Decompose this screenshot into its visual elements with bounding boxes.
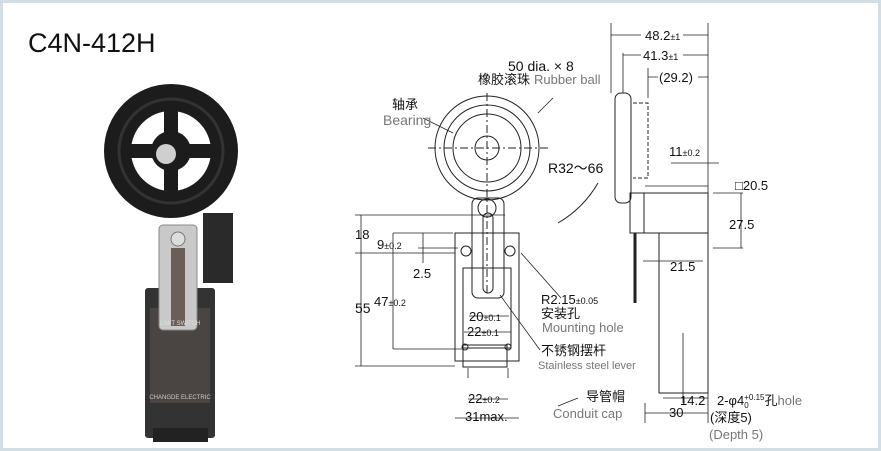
- dim-31max: 31max.: [465, 409, 508, 424]
- front-wheel: [428, 93, 599, 293]
- dim-47-tol: ±0.2: [388, 298, 406, 308]
- dim-22b: 22: [468, 391, 483, 406]
- dim-29-2: (29.2): [659, 70, 693, 85]
- rubber-ball-label-en: Rubber ball: [534, 72, 601, 87]
- brand-text: CHANGDE ELECTRIC: [149, 395, 211, 401]
- dim-41-3-tol: ±1: [668, 52, 679, 62]
- dim-27-5: 27.5: [729, 217, 755, 232]
- dimension-drawing: [355, 23, 743, 423]
- plate-text: LIMIT SWITCH: [160, 321, 201, 327]
- lever-label-cn: 不锈钢摆杆: [541, 343, 607, 358]
- dim-48-2-tol: ±1: [670, 32, 681, 42]
- side-dimension-lines: [610, 23, 743, 423]
- lever-label-en: Stainless steel lever: [538, 360, 636, 372]
- dim-30: 30: [669, 405, 684, 420]
- mount-radius-tol: ±0.05: [575, 296, 599, 306]
- front-dimension-lines: [355, 97, 579, 419]
- rubber-ball-dimension: 50 dia. × 8: [508, 58, 574, 74]
- depth-label-cn: (深度5): [710, 410, 752, 425]
- dim-11-tol: ±0.2: [682, 148, 700, 158]
- dim-21-5: 21.5: [670, 259, 696, 274]
- product-photo: CHANGDE ELECTRIC LIMIT SWITCH: [104, 84, 238, 442]
- dim-48-2: 48.2: [645, 28, 671, 43]
- rubber-wheel: [104, 84, 238, 218]
- lever: [158, 224, 198, 331]
- hole-tol-lower: 0: [744, 401, 749, 410]
- dim-55: 55: [355, 300, 371, 316]
- conduit-cap-en: Conduit cap: [553, 406, 623, 421]
- mounting-hole-en: Mounting hole: [542, 320, 624, 335]
- dim-18: 18: [355, 227, 370, 242]
- dim-20: 20: [469, 309, 484, 324]
- mount-radius: R2.15: [541, 292, 576, 307]
- dim-47: 47: [374, 294, 389, 309]
- hole-tol-upper: +0.15: [744, 393, 765, 402]
- dim-11: 11: [669, 144, 683, 159]
- hole-label-cn: 孔: [764, 393, 778, 408]
- dim-20-5: □20.5: [735, 178, 769, 193]
- model-title: C4N-412H: [28, 28, 156, 58]
- conduit-cap-cn: 导管帽: [586, 389, 626, 404]
- hole-label-en: hole: [777, 393, 803, 408]
- depth-label-en: (Depth 5): [709, 427, 764, 442]
- bearing-label-cn: 轴承: [392, 97, 419, 112]
- dim-9-tol: ±0.2: [384, 241, 402, 251]
- dim-22a-tol: ±0.1: [481, 328, 499, 338]
- front-body: [454, 197, 520, 368]
- dim-22a: 22: [467, 324, 482, 339]
- dim-20-tol: ±0.1: [483, 313, 501, 323]
- radius-dimension: R32～66: [548, 160, 604, 176]
- hole-spec: 2-φ4: [717, 393, 745, 408]
- dim-14-2: 14.2: [680, 393, 706, 408]
- bearing-label-en: Bearing: [383, 112, 432, 128]
- dim-9: 9: [377, 237, 385, 252]
- rubber-ball-label-cn: 橡胶滚珠: [478, 72, 531, 87]
- mounting-hole-cn: 安装孔: [541, 306, 581, 321]
- dim-2-5: 2.5: [413, 266, 432, 281]
- dim-41-3: 41.3: [643, 48, 669, 63]
- side-view: [614, 92, 709, 394]
- dim-22b-tol: ±0.2: [482, 395, 500, 405]
